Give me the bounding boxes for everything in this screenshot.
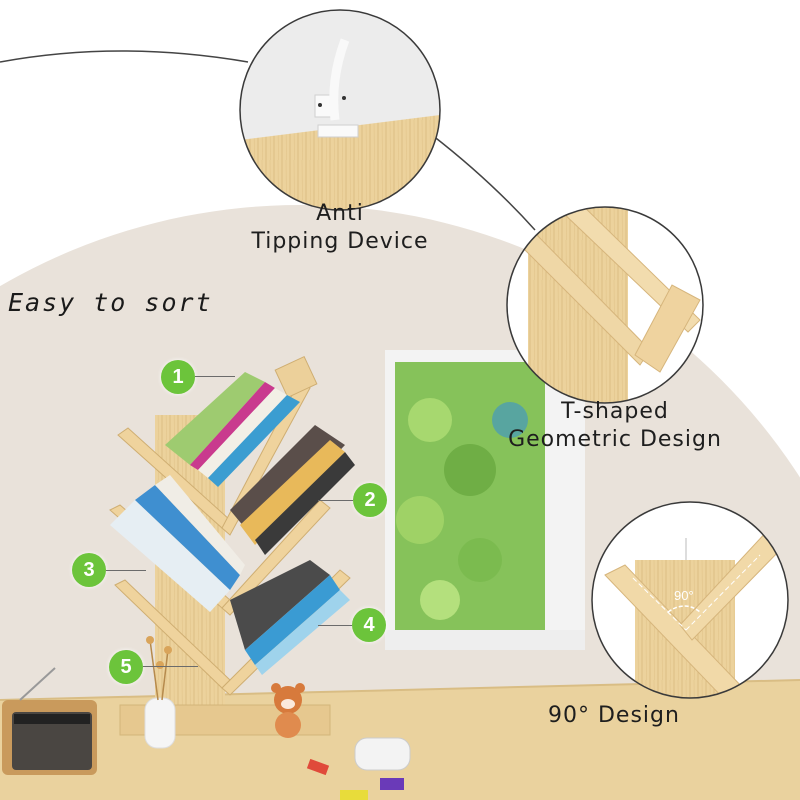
shelf-callout-3: 3 bbox=[72, 553, 106, 587]
feature-caption-90-degree: 90° Design bbox=[548, 702, 708, 730]
callout-leader bbox=[106, 570, 146, 571]
callout-leader bbox=[318, 500, 353, 501]
angle-label: 90° bbox=[674, 588, 694, 603]
detail-circle-t-shaped bbox=[506, 206, 704, 404]
shelf-callout-1: 1 bbox=[161, 360, 195, 394]
detail-circle-anti-tipping bbox=[239, 9, 441, 211]
feature-caption-t-shaped: T-shaped Geometric Design bbox=[505, 398, 725, 454]
feature-line2: Geometric Design bbox=[508, 427, 722, 452]
shelf-callout-5: 5 bbox=[109, 650, 143, 684]
feature-caption-anti-tipping: Anti Tipping Device bbox=[250, 200, 430, 256]
connector-arc bbox=[431, 134, 536, 231]
callout-leader bbox=[143, 666, 198, 667]
feature-line1: Anti bbox=[316, 201, 364, 226]
detail-circle-90-degree bbox=[591, 501, 789, 699]
callout-leader bbox=[318, 625, 352, 626]
connector-arc bbox=[0, 50, 249, 63]
callout-leader bbox=[195, 376, 235, 377]
feature-line2: Tipping Device bbox=[251, 229, 429, 254]
shelf-callout-4: 4 bbox=[352, 608, 386, 642]
shelf-callout-2: 2 bbox=[353, 483, 387, 517]
headline: Easy to sort bbox=[8, 288, 213, 317]
feature-line1: T-shaped bbox=[561, 399, 669, 424]
feature-line1: 90° Design bbox=[548, 703, 680, 728]
